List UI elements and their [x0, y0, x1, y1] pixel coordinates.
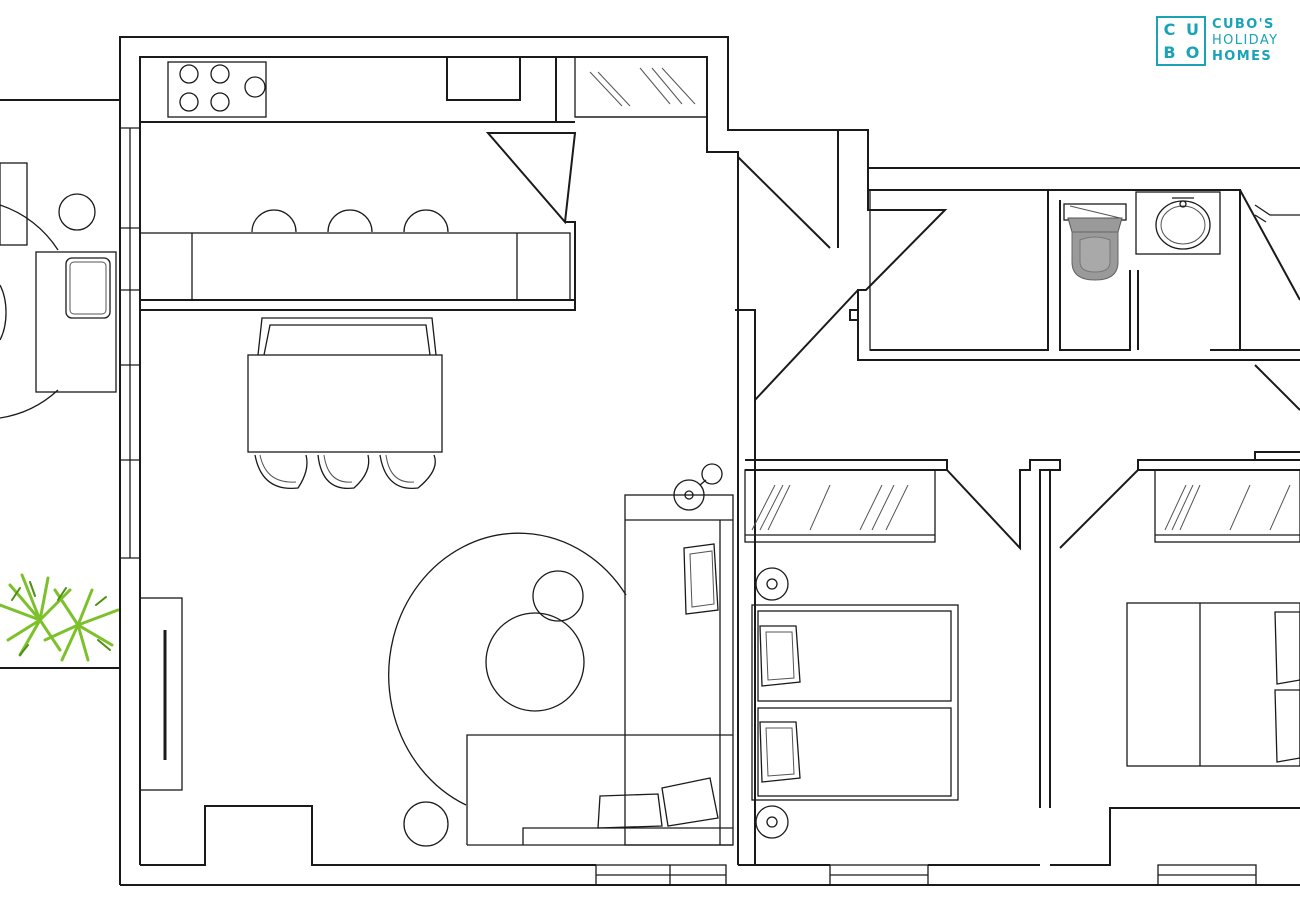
logo-wordmark: CUBO'S HOLIDAY HOMES: [1212, 17, 1279, 65]
bedroom-2: [1126, 469, 1300, 767]
living-room: [139, 463, 734, 847]
bed-icon: [751, 604, 959, 801]
lamp-icon: [673, 463, 723, 511]
brand-logo: C U B O CUBO'S HOLIDAY HOMES: [1156, 14, 1279, 68]
bed-icon: [1126, 602, 1300, 767]
pillow-icon: [65, 257, 111, 319]
sink-icon: [1135, 191, 1221, 255]
terrace: [0, 99, 120, 669]
logo-letter: O: [1185, 43, 1200, 62]
stove-icon: [167, 61, 267, 118]
plant-icon: [0, 573, 120, 662]
bathroom: [1063, 191, 1300, 281]
pillow-icon: [759, 625, 801, 783]
logo-letter: B: [1163, 43, 1176, 62]
pillow-icon: [597, 543, 719, 829]
logo-letter: U: [1186, 20, 1199, 39]
outer-walls: [119, 36, 1300, 886]
dining-table: [247, 317, 443, 490]
kitchen: [139, 56, 708, 311]
logo-line-1: CUBO'S: [1212, 17, 1275, 32]
pillow-icon: [1274, 611, 1300, 763]
bedroom-1: [744, 469, 959, 839]
logo-line-3: HOMES: [1212, 49, 1273, 64]
sofa-icon: [466, 494, 734, 846]
logo-line-2: HOLIDAY: [1212, 33, 1279, 48]
logo-letter: C: [1163, 20, 1176, 39]
toilet-icon: [1063, 203, 1127, 281]
logo-mark: C U B O: [1156, 16, 1206, 66]
partitions: [735, 130, 1300, 865]
chair-icon: [254, 454, 436, 490]
